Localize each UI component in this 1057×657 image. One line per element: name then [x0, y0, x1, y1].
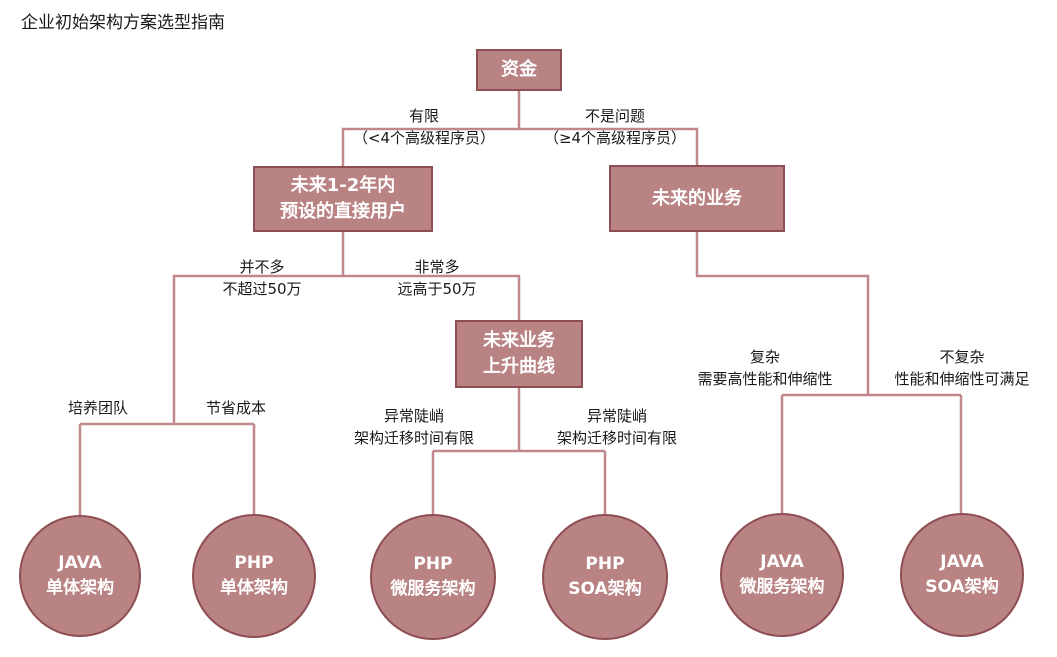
outcome-architecture: 微服务架构: [390, 579, 476, 599]
edge-label-limited: 有限 （<4个高级程序员）: [340, 105, 508, 149]
outcome-java-microservices: JAVA 微服务架构: [720, 513, 844, 637]
node-future-business: 未来的业务: [609, 165, 785, 232]
edge-label-many-users-line1: 非常多: [414, 258, 460, 276]
edge-label-train-team: 培养团队: [67, 399, 128, 417]
edge-label-steep-right-line1: 异常陡峭: [586, 407, 647, 425]
edge-label-not-a-problem: 不是问题 （≥4个高级程序员）: [530, 105, 700, 149]
outcome-architecture: SOA架构: [925, 577, 999, 597]
outcome-java-monolith: JAVA 单体架构: [19, 515, 141, 637]
edge-label-few-users-line1: 并不多: [239, 258, 285, 276]
page-title: 企业初始架构方案选型指南: [21, 13, 225, 33]
edge-label-not-complex: 不复杂 性能和伸缩性可满足: [872, 346, 1052, 390]
outcome-architecture: 单体架构: [46, 578, 114, 598]
outcome-language: JAVA: [58, 553, 102, 573]
edge-label-complex: 复杂 需要高性能和伸缩性: [675, 346, 855, 390]
node-capital-label: 资金: [501, 59, 537, 80]
edge-label-few-users: 并不多 不超过50万: [202, 256, 322, 300]
edge-label-steep-right: 异常陡峭 架构迁移时间有限: [537, 405, 697, 449]
outcome-architecture: 微服务架构: [739, 577, 825, 597]
edge-label-complex-line1: 复杂: [749, 348, 780, 366]
node-future-business-label: 未来的业务: [652, 187, 742, 209]
connector-business-stem: [695, 232, 870, 395]
connector-users-right: [343, 274, 521, 320]
node-capital: 资金: [476, 49, 562, 91]
edge-label-few-users-line2: 不超过50万: [222, 280, 302, 298]
node-growth-curve-line1: 未来业务: [483, 330, 555, 351]
edge-label-not-complex-line2: 性能和伸缩性可满足: [894, 370, 1030, 388]
outcome-php-microservices: PHP 微服务架构: [370, 514, 496, 640]
edge-label-steep-left-line2: 架构迁移时间有限: [353, 429, 474, 447]
node-direct-users-line2: 预设的直接用户: [280, 201, 406, 222]
outcome-php-monolith: PHP 单体架构: [192, 514, 316, 638]
edge-label-many-users-line2: 远高于50万: [397, 280, 477, 298]
connector-users-stem: [172, 232, 345, 424]
edge-label-limited-line1: 有限: [408, 107, 439, 125]
edge-label-steep-left: 异常陡峭 架构迁移时间有限: [334, 405, 494, 449]
node-direct-users: 未来1-2年内 预设的直接用户: [253, 166, 433, 232]
node-direct-users-line1: 未来1-2年内: [290, 175, 396, 196]
outcome-language: JAVA: [940, 552, 984, 572]
outcome-architecture: SOA架构: [568, 579, 642, 599]
outcome-language: PHP: [585, 554, 625, 574]
edge-label-steep-right-line2: 架构迁移时间有限: [556, 429, 677, 447]
edge-label-not-a-problem-line2: （≥4个高级程序员）: [543, 129, 687, 147]
edge-label-save-cost: 节省成本: [205, 399, 266, 417]
node-growth-curve-line2: 上升曲线: [483, 356, 555, 377]
edge-label-not-complex-line1: 不复杂: [939, 348, 985, 366]
outcome-language: JAVA: [760, 552, 804, 572]
node-growth-curve: 未来业务 上升曲线: [455, 320, 583, 388]
connector-capital-right: [519, 127, 699, 165]
edge-label-not-a-problem-line1: 不是问题: [584, 107, 645, 125]
connector-capital-left: [341, 91, 521, 166]
outcome-php-soa: PHP SOA架构: [542, 514, 668, 640]
outcome-java-soa: JAVA SOA架构: [900, 513, 1024, 637]
outcome-architecture: 单体架构: [220, 578, 288, 598]
outcome-language: PHP: [234, 553, 274, 573]
outcome-language: PHP: [413, 554, 453, 574]
edge-label-many-users: 非常多 远高于50万: [377, 256, 497, 300]
edge-label-steep-left-line1: 异常陡峭: [383, 407, 444, 425]
edge-label-limited-line2: （<4个高级程序员）: [352, 129, 496, 147]
edge-label-complex-line2: 需要高性能和伸缩性: [697, 370, 833, 388]
